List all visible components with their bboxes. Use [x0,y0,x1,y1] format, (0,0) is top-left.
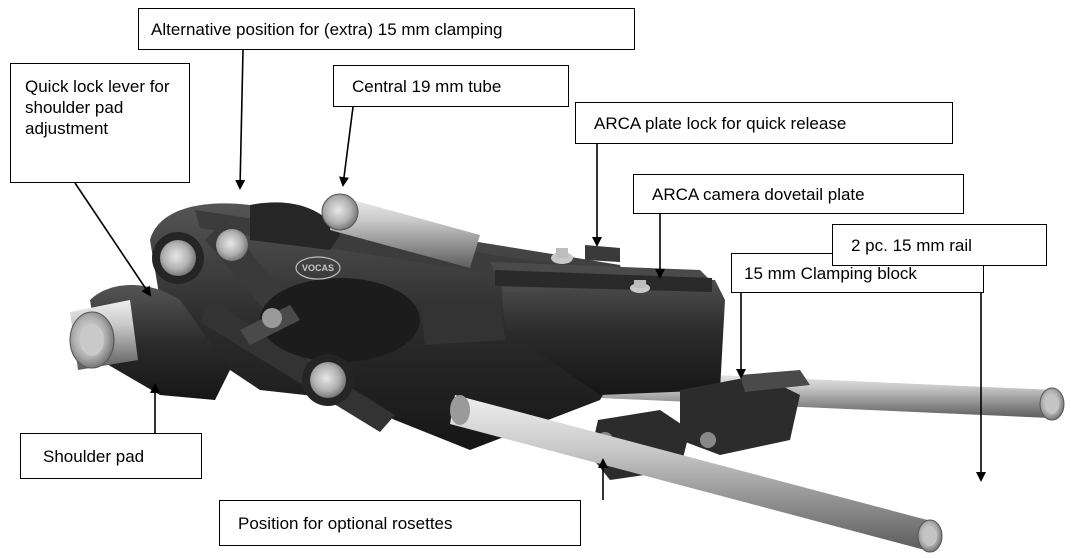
central-tube [321,193,480,268]
quick-lock-lever [240,305,300,345]
callout-alt-position-text: Alternative position for (extra) 15 mm c… [151,20,503,39]
callout-quick-lock-text: Quick lock lever for shoulder pad adjust… [25,77,170,138]
callout-central-tube-text: Central 19 mm tube [352,77,502,96]
leader-central-tube [339,106,354,187]
callout-rosettes: Position for optional rosettes [219,500,581,546]
shoulder-pad-mount [69,285,230,400]
callout-shoulder-pad-text: Shoulder pad [43,447,145,466]
callout-alt-position: Alternative position for (extra) 15 mm c… [138,8,635,50]
callout-arca-plate-text: ARCA camera dovetail plate [652,185,865,204]
callout-central-tube: Central 19 mm tube [333,65,569,107]
callout-clamping-block-text: 15 mm Clamping block [744,264,917,283]
callout-arca-lock-text: ARCA plate lock for quick release [594,114,847,133]
vocas-logo-text: VOCAS [302,263,334,273]
callout-shoulder-pad: Shoulder pad [20,433,202,479]
rail-front [450,395,943,553]
vocas-logo: VOCAS [295,256,341,280]
arm-bores [152,229,354,406]
leader-lines [74,49,986,500]
callout-rail-text: 2 pc. 15 mm rail [851,236,972,255]
callout-arca-lock: ARCA plate lock for quick release [575,102,953,144]
callout-quick-lock: Quick lock lever for shoulder pad adjust… [10,63,190,183]
leader-quick-lock [74,182,152,297]
callout-arca-plate: ARCA camera dovetail plate [633,174,964,214]
callout-rail: 2 pc. 15 mm rail [832,224,1047,266]
leader-alt-position [235,49,246,190]
callout-rosettes-text: Position for optional rosettes [238,514,453,533]
